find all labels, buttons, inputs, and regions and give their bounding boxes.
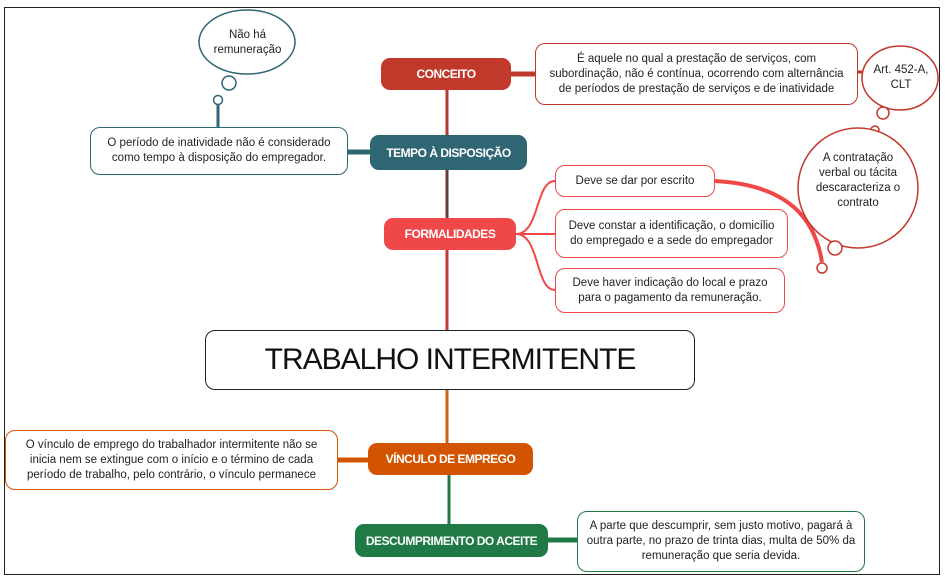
descumprimento-text: A parte que descumprir, sem justo motivo… <box>577 511 865 572</box>
frame-border <box>4 7 940 575</box>
thought-cloud-icon <box>198 9 296 106</box>
formalidade-item: Deve haver indicação do local e prazo pa… <box>555 268 785 313</box>
branch-tempo-a-disposicao[interactable]: TEMPO À DISPOSIÇÃO <box>370 135 527 170</box>
formalidades-connector <box>515 180 556 235</box>
branch-formalidades[interactable]: FORMALIDADES <box>384 218 516 250</box>
note-connector <box>714 179 824 263</box>
cloud-note-formalidades: A contratação verbal ou tácita descaract… <box>815 151 901 209</box>
conceito-text: É aquele no qual a prestação de serviços… <box>535 43 858 105</box>
formalidades-connector <box>515 233 556 291</box>
branch-vinculo-de-emprego[interactable]: VÍNCULO DE EMPREGO <box>368 443 533 475</box>
tempo-text: O período de inatividade não é considera… <box>90 127 348 175</box>
cloud-note-tempo: Não há remuneração <box>213 28 282 56</box>
branch-descumprimento-do-aceite[interactable]: DESCUMPRIMENTO DO ACEITE <box>355 524 548 557</box>
thought-cloud-icon <box>797 45 939 274</box>
formalidade-item: Deve constar a identificação, o domicíli… <box>555 209 788 258</box>
central-topic[interactable]: TRABALHO INTERMITENTE <box>205 330 695 390</box>
vinculo-text: O vínculo de emprego do trabalhador inte… <box>5 430 338 490</box>
branch-conceito[interactable]: CONCEITO <box>381 58 511 90</box>
formalidade-item: Deve se dar por escrito <box>555 165 715 197</box>
cloud-note-conceito: Art. 452-A, CLT <box>873 63 929 91</box>
